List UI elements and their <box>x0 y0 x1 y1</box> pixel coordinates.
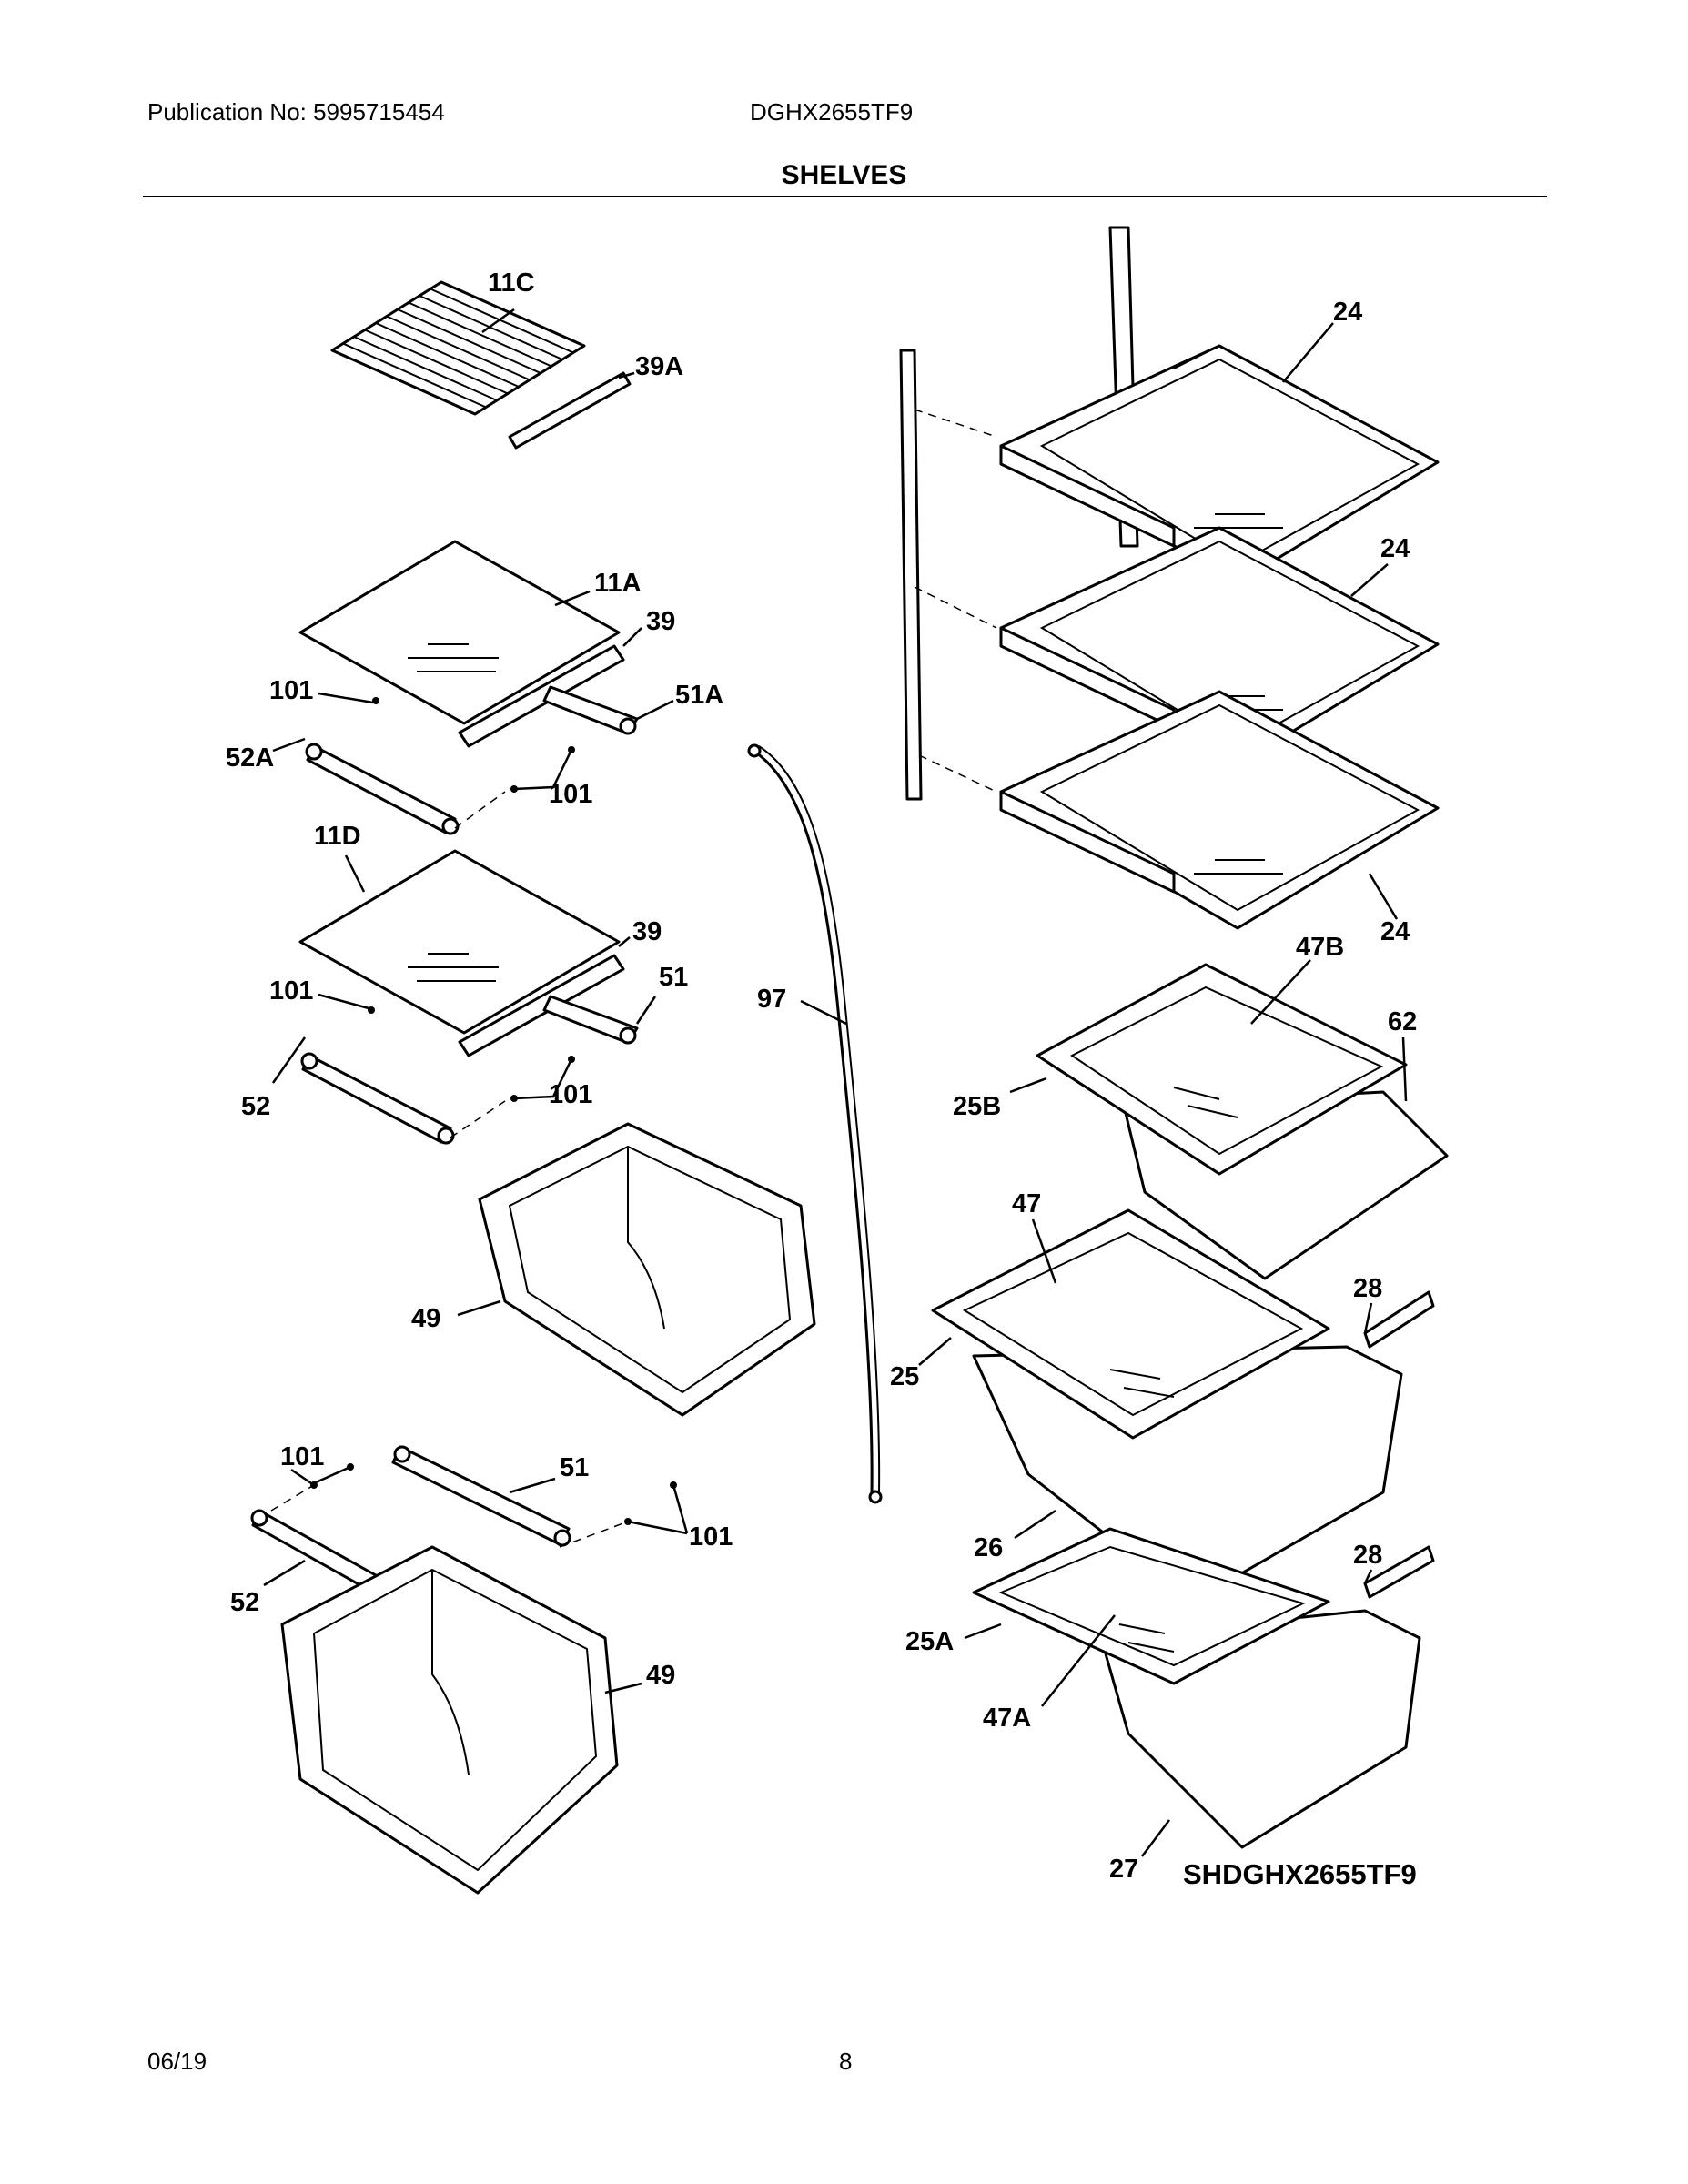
glass-shelf-24-top <box>999 344 1440 584</box>
bin-49-upper <box>478 1122 816 1417</box>
label-11a: 11A <box>594 569 642 598</box>
drawing-code: SHDGHX2655TF9 <box>1183 1858 1417 1890</box>
label-47a: 47A <box>983 1704 1031 1733</box>
wire-rod <box>430 288 574 354</box>
wire-rod <box>419 295 563 360</box>
label-39a: 39A <box>635 352 683 381</box>
glass-shelf-11a <box>298 540 639 835</box>
label-51a: 51A <box>675 681 723 710</box>
label-24-c: 24 <box>1380 917 1410 946</box>
label-101-c: 101 <box>269 976 313 1006</box>
label-47: 47 <box>1012 1189 1041 1218</box>
leader-lines <box>263 308 1408 1857</box>
glass-shelf-11d <box>298 849 639 1145</box>
wire-rod <box>364 329 509 395</box>
wire-rod <box>386 315 531 381</box>
glass-shelf-24-bottom <box>999 690 1440 930</box>
page-number: 8 <box>839 2048 853 2075</box>
label-11c: 11C <box>488 268 535 298</box>
label-27: 27 <box>1109 1855 1138 1884</box>
label-101-d: 101 <box>549 1080 592 1109</box>
label-52-low: 52 <box>230 1588 259 1617</box>
header-divider <box>143 196 1547 197</box>
label-62: 62 <box>1388 1007 1417 1036</box>
label-101-b: 101 <box>549 780 592 809</box>
label-28-b: 28 <box>1353 1541 1382 1570</box>
label-52a: 52A <box>226 743 274 773</box>
crisper-25a <box>972 1527 1435 1849</box>
wire-rod <box>375 322 520 388</box>
label-25b: 25B <box>953 1092 1001 1121</box>
model-number: DGHX2655TF9 <box>750 98 914 126</box>
label-24-b: 24 <box>1380 534 1410 563</box>
label-28-a: 28 <box>1353 1274 1382 1303</box>
label-101-e: 101 <box>280 1442 324 1471</box>
label-51-low: 51 <box>560 1453 589 1482</box>
label-39-mid: 39 <box>632 917 662 946</box>
crisper-25b <box>1036 963 1449 1280</box>
section-title: SHELVES <box>781 160 907 190</box>
crisper-25 <box>931 1208 1435 1603</box>
wire-rod <box>353 336 498 401</box>
label-101-a: 101 <box>269 676 313 705</box>
wire-rod <box>408 301 552 368</box>
label-47b: 47B <box>1296 933 1344 962</box>
label-39-top: 39 <box>646 607 675 636</box>
label-26: 26 <box>974 1533 1003 1562</box>
label-97: 97 <box>757 985 786 1014</box>
label-52-mid: 52 <box>241 1092 270 1121</box>
label-25: 25 <box>890 1362 919 1391</box>
label-49-lower: 49 <box>646 1661 675 1690</box>
publication-number: Publication No: 5995715454 <box>147 98 445 126</box>
water-tube-97 <box>747 743 883 1504</box>
footer-date: 06/19 <box>147 2048 207 2075</box>
wire-shelf-11c <box>330 280 632 450</box>
wire-rod <box>342 342 487 409</box>
label-11d: 11D <box>314 822 361 851</box>
label-101-f: 101 <box>689 1522 733 1552</box>
wire-rod <box>397 308 541 374</box>
label-49-upper: 49 <box>411 1304 440 1333</box>
label-24-a: 24 <box>1333 298 1362 327</box>
bin-49-lower <box>280 1545 619 1895</box>
label-51-mid: 51 <box>659 963 688 992</box>
label-25a: 25A <box>905 1627 954 1656</box>
